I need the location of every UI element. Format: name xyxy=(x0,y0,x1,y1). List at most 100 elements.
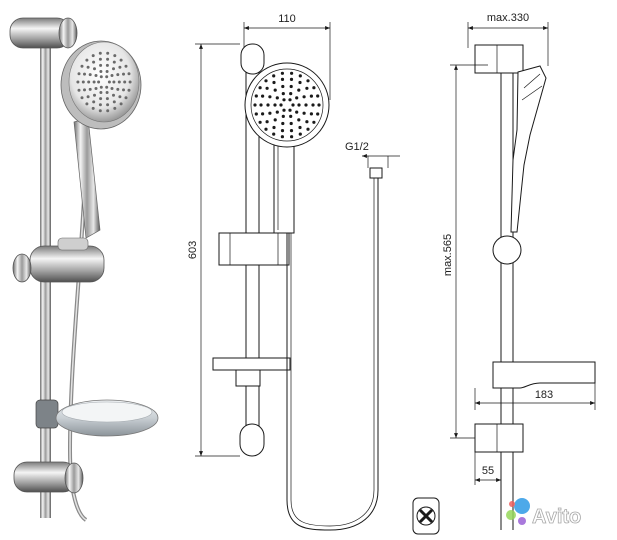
nozzle xyxy=(289,92,293,96)
nozzle xyxy=(77,72,81,76)
nozzle xyxy=(275,96,279,100)
nozzle xyxy=(116,73,120,77)
nozzle xyxy=(92,60,96,64)
nozzle xyxy=(86,95,90,99)
nozzle xyxy=(107,80,111,84)
nozzle xyxy=(112,93,115,97)
nozzle xyxy=(116,87,120,91)
nozzle xyxy=(290,71,294,75)
nozzle xyxy=(80,96,84,100)
nozzle xyxy=(311,103,315,107)
dim-height-603: 603 xyxy=(187,241,199,259)
nozzle xyxy=(254,94,258,98)
nozzle xyxy=(110,74,114,77)
nozzle xyxy=(80,64,84,68)
nozzle xyxy=(112,100,116,104)
nozzle xyxy=(281,114,285,118)
bottom-wall-bracket xyxy=(13,461,84,494)
nozzle xyxy=(306,127,310,131)
nozzle xyxy=(106,51,110,55)
hand-shower xyxy=(60,40,142,239)
avito-logo-icon xyxy=(506,498,530,525)
nozzle xyxy=(275,110,279,114)
nozzle xyxy=(87,80,91,84)
nozzle xyxy=(83,72,86,76)
side-view: max.330 max.565 183 55 xyxy=(442,12,596,530)
nozzle xyxy=(106,109,110,113)
nozzle xyxy=(258,120,262,124)
front-soap-shelf xyxy=(212,357,291,371)
nozzle xyxy=(291,103,295,107)
nozzle xyxy=(105,63,109,67)
nozzle xyxy=(317,103,321,107)
nozzle xyxy=(99,70,103,73)
nozzle xyxy=(119,58,123,62)
nozzle xyxy=(289,121,293,126)
side-hand-shower xyxy=(510,65,547,233)
nozzle xyxy=(105,75,109,79)
nozzle xyxy=(305,120,309,124)
nozzle xyxy=(91,106,95,110)
nozzle xyxy=(288,98,292,102)
nozzle xyxy=(316,112,320,116)
front-view: 110 603 G1/2 xyxy=(187,13,400,531)
nozzle xyxy=(298,80,302,85)
nozzle xyxy=(273,118,277,122)
nozzle xyxy=(83,88,86,92)
shower-head-face xyxy=(68,41,140,123)
nozzle xyxy=(264,127,268,131)
front-bottom-bracket xyxy=(239,423,265,457)
nozzle xyxy=(265,86,269,90)
top-wall-bracket xyxy=(9,17,78,49)
nozzle xyxy=(105,91,109,94)
nozzle xyxy=(302,111,306,115)
front-holder xyxy=(218,232,290,266)
nozzle xyxy=(302,95,306,99)
nozzle xyxy=(98,109,102,113)
nozzle xyxy=(99,91,103,94)
shower-holder xyxy=(12,237,105,283)
nozzle xyxy=(281,84,285,89)
nozzle xyxy=(253,103,257,107)
nozzle xyxy=(98,103,102,107)
avito-watermark: Avito xyxy=(506,498,582,528)
front-handle xyxy=(273,134,295,234)
nozzle xyxy=(105,97,109,101)
dim-max-width-330: max.330 xyxy=(487,12,529,24)
nozzle xyxy=(86,65,90,69)
nozzle xyxy=(128,80,132,84)
nozzle xyxy=(290,135,294,139)
front-hose xyxy=(286,178,379,531)
nozzle xyxy=(304,103,308,107)
nozzle xyxy=(272,132,276,136)
dim-thread-g12: G1/2 xyxy=(345,141,369,153)
nozzle xyxy=(92,80,96,84)
nozzle xyxy=(105,85,109,89)
dim-shelf-183: 183 xyxy=(535,389,553,401)
product-photo xyxy=(9,17,159,522)
nozzle xyxy=(281,92,285,96)
nozzle xyxy=(106,57,110,61)
nozzle xyxy=(127,72,131,76)
nozzle xyxy=(98,51,102,55)
side-ball-joint xyxy=(492,235,522,265)
nozzle xyxy=(127,88,131,92)
dim-width-110: 110 xyxy=(278,13,296,25)
dim-offset-55: 55 xyxy=(482,465,494,477)
nozzle xyxy=(280,129,285,133)
nozzle xyxy=(259,103,263,107)
nozzle xyxy=(280,135,284,139)
nozzle xyxy=(77,88,81,92)
nozzle xyxy=(98,57,102,61)
nozzle xyxy=(295,110,299,114)
nozzle xyxy=(88,87,92,91)
nozzle xyxy=(306,79,310,83)
nozzle xyxy=(118,65,122,69)
nozzle xyxy=(112,60,116,64)
hand-shower-handle xyxy=(73,117,101,239)
nozzle xyxy=(99,75,103,79)
nozzle xyxy=(273,88,277,92)
front-nozzles xyxy=(253,71,321,139)
